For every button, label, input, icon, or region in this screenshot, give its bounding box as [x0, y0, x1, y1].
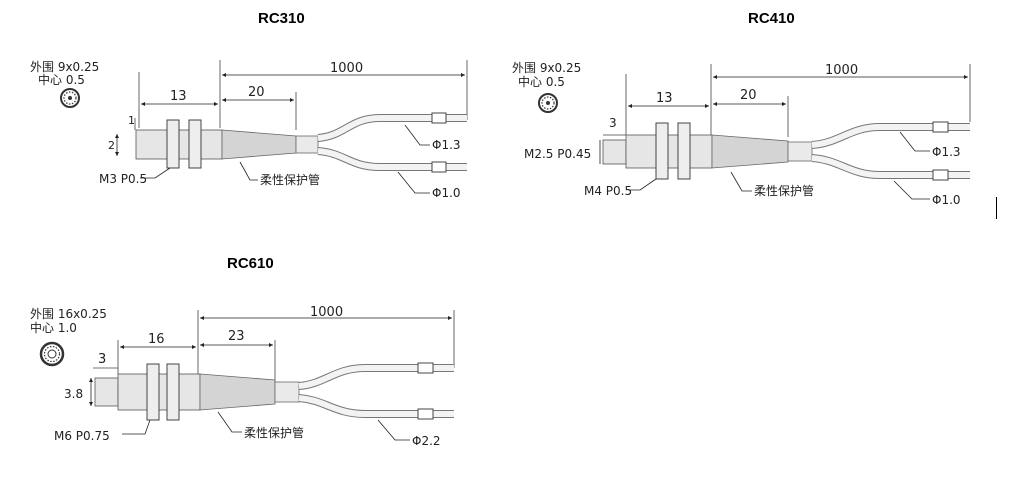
- dim-total-label: 1000: [825, 63, 858, 78]
- dim-tip-label: 1: [128, 114, 135, 127]
- dim-dia-label: 2: [108, 139, 115, 152]
- dim-head-label: 13: [170, 89, 187, 104]
- center-spec-label: 中心 0.5: [38, 72, 85, 87]
- text-cursor: [996, 197, 997, 219]
- dim-total-label: 1000: [330, 61, 363, 76]
- dim-tip-label: 3: [98, 352, 106, 367]
- sensor-tip: [94, 377, 119, 407]
- dim-dia-label: 3.8: [64, 387, 83, 401]
- drawing-rc410: 外围 9x0.25 中心 0.5 1000 13 20 3 M2.5 P0.45: [512, 61, 971, 207]
- dim-head-label: 16: [148, 332, 165, 347]
- dim-tip-label: 3: [609, 116, 617, 130]
- model-title-rc410: RC410: [748, 10, 795, 27]
- outer-spec-label: 外围 9x0.25: [512, 61, 581, 75]
- tapered-sleeve: [221, 129, 297, 160]
- cross-section-icon: [538, 93, 558, 113]
- sensor-tip: [602, 139, 627, 165]
- tapered-sleeve: [711, 134, 789, 169]
- fiber-a-label: Φ1.3: [932, 145, 961, 159]
- fiber-a-label: Φ1.3: [432, 138, 461, 152]
- dim-head-label: 13: [656, 91, 673, 106]
- cross-section-icon: [60, 88, 80, 108]
- tube-label: 柔性保护管: [260, 172, 320, 187]
- fiber-b-label: Φ1.0: [432, 186, 461, 200]
- tube-label: 柔性保护管: [244, 425, 304, 440]
- lock-nut: [166, 363, 180, 421]
- center-spec-label: 中心 0.5: [518, 74, 565, 89]
- tapered-sleeve: [199, 373, 276, 411]
- sensor-head: [625, 134, 713, 169]
- tube-label: 柔性保护管: [754, 183, 814, 198]
- lock-nut: [146, 363, 160, 421]
- model-title-rc610: RC610: [227, 255, 274, 272]
- model-title-rc310: RC310: [258, 10, 305, 27]
- outer-spec-label: 外围 9x0.25: [30, 60, 99, 74]
- thread-label: M4 P0.5: [584, 184, 632, 198]
- outer-spec-label: 外围 16x0.25: [30, 307, 107, 321]
- fiber-b-label: Φ2.2: [412, 434, 441, 448]
- dim-taper-label: 23: [228, 329, 245, 344]
- thread-label: M6 P0.75: [54, 429, 110, 443]
- lock-nut: [188, 119, 202, 169]
- dim-taper-label: 20: [248, 85, 265, 100]
- drawing-rc610: 外围 16x0.25 中心 1.0 1000 16 23 3 3.8: [30, 305, 455, 448]
- lock-nut: [166, 119, 180, 169]
- lock-nut: [655, 122, 669, 180]
- dim-taper-label: 20: [740, 88, 757, 103]
- cross-section-icon: [39, 341, 65, 367]
- drawing-rc310: 外围 9x0.25 中心 0.5 1000 13 20 1 2: [30, 60, 468, 200]
- lock-nut: [677, 122, 691, 180]
- tip-thread-label: M2.5 P0.45: [524, 147, 591, 161]
- thread-label: M3 P0.5: [99, 172, 147, 186]
- fiber-b-label: Φ1.0: [932, 193, 961, 207]
- center-spec-label: 中心 1.0: [30, 320, 77, 335]
- dim-total-label: 1000: [310, 305, 343, 320]
